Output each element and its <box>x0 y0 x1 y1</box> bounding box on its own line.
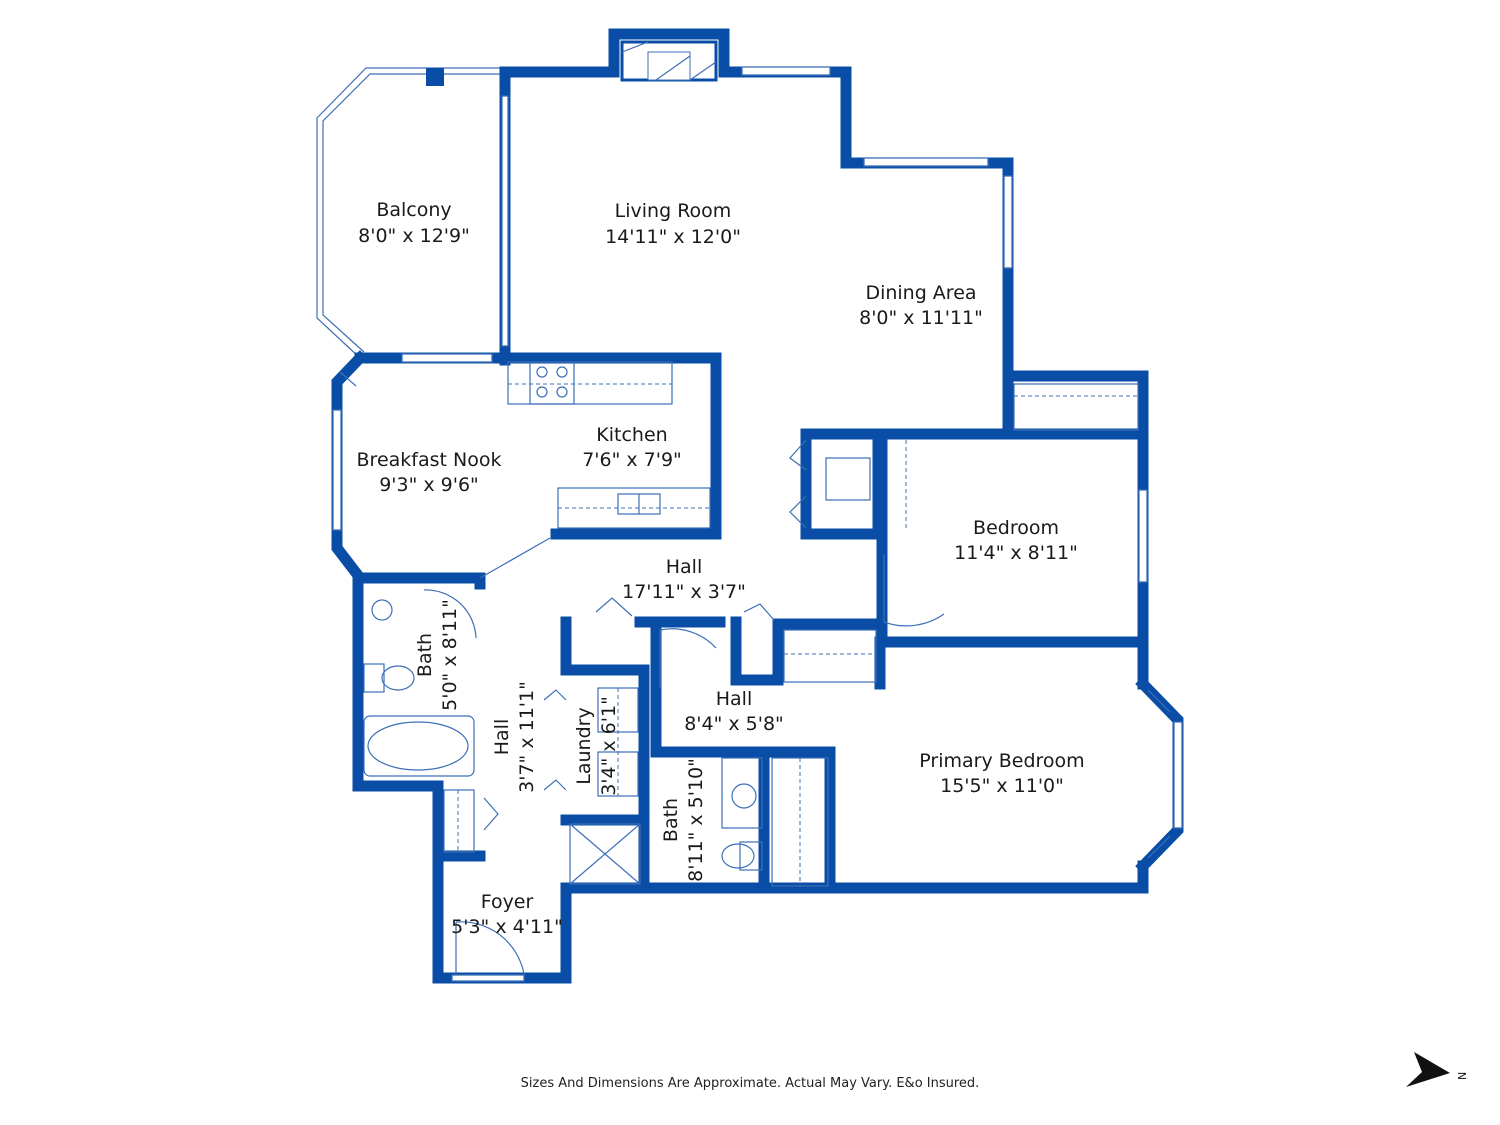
room-dims-laundry: 3'4" x 6'1" <box>598 696 620 796</box>
doors <box>423 537 945 975</box>
kitchen-sink-icon <box>557 487 711 529</box>
north-arrow-icon: N <box>1406 1052 1469 1087</box>
room-name-hall3: Hall <box>491 719 513 756</box>
hall-closet <box>443 629 877 853</box>
bath1-fixtures <box>363 599 475 777</box>
room-name-balcony: Balcony <box>376 199 451 221</box>
room-name-bedroom: Bedroom <box>973 517 1059 539</box>
compass-label: N <box>1456 1072 1469 1080</box>
closet-icon <box>789 383 1139 530</box>
shower-icon <box>569 823 641 885</box>
stove-icon <box>507 361 673 405</box>
disclaimer-footer: Sizes And Dimensions Are Approximate. Ac… <box>520 1076 980 1091</box>
room-name-kitchen: Kitchen <box>596 424 667 446</box>
room-name-bath2: Bath <box>660 798 682 842</box>
room-dims-bath1: 5'0" x 8'11" <box>439 599 461 711</box>
room-name-hall1: Hall <box>666 556 703 578</box>
room-dims-dining: 8'0" x 11'11" <box>859 307 983 329</box>
room-dims-nook: 9'3" x 9'6" <box>379 474 479 496</box>
room-dims-foyer: 5'3" x 4'11" <box>451 916 563 938</box>
laundry-machines-icon <box>597 687 639 797</box>
room-labels: Balcony 8'0" x 12'9" Living Room 14'11" … <box>357 199 1085 938</box>
room-name-dining: Dining Area <box>865 282 976 304</box>
room-dims-kitchen: 7'6" x 7'9" <box>582 449 682 471</box>
balcony-railing <box>316 67 500 359</box>
room-name-primary: Primary Bedroom <box>919 750 1084 772</box>
windows <box>332 66 1183 982</box>
room-name-bath1: Bath <box>414 633 436 677</box>
room-dims-primary: 15'5" x 11'0" <box>940 775 1064 797</box>
room-dims-bath2: 8'11" x 5'10" <box>685 758 707 882</box>
room-dims-bedroom: 11'4" x 8'11" <box>954 542 1078 564</box>
room-name-foyer: Foyer <box>481 891 534 913</box>
room-dims-living: 14'11" x 12'0" <box>605 226 741 248</box>
room-dims-hall3: 3'7" x 11'1" <box>516 681 538 793</box>
room-dims-hall2: 8'4" x 5'8" <box>684 713 784 735</box>
room-dims-hall1: 17'11" x 3'7" <box>622 581 746 603</box>
room-name-nook: Breakfast Nook <box>357 449 502 471</box>
room-name-living: Living Room <box>615 200 732 222</box>
walls <box>331 28 1184 984</box>
room-name-laundry: Laundry <box>573 707 595 784</box>
fireplace-icon <box>620 40 718 82</box>
room-name-hall2: Hall <box>716 688 753 710</box>
bath2-fixtures <box>721 757 829 887</box>
room-dims-balcony: 8'0" x 12'9" <box>358 225 470 247</box>
